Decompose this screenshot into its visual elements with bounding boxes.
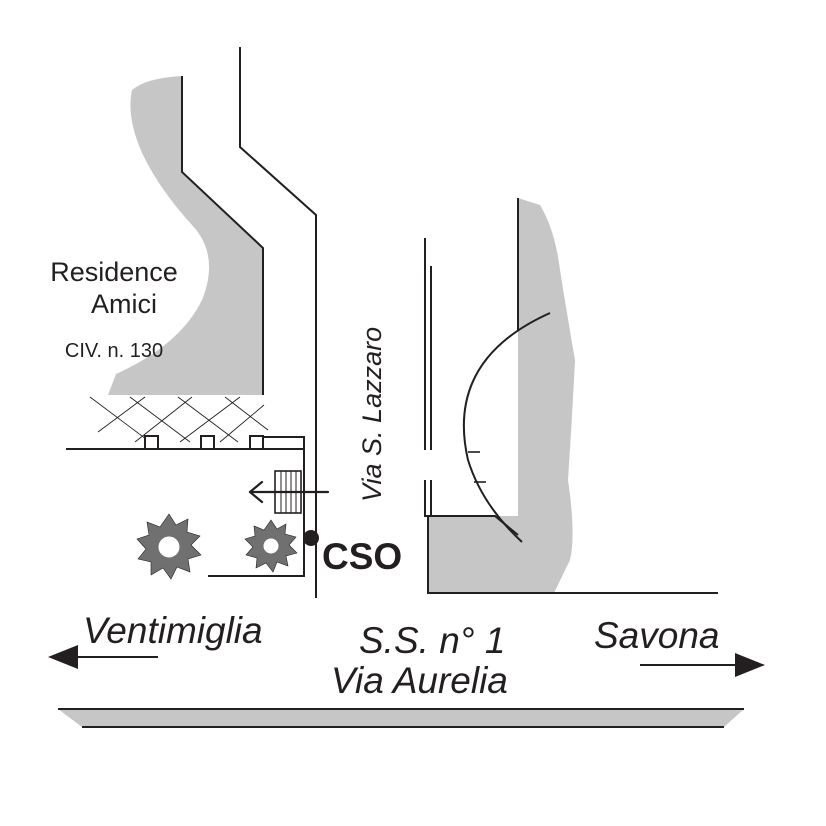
location-marker bbox=[303, 530, 319, 546]
right-building bbox=[428, 198, 575, 593]
main-road-label-line2: Via Aurelia bbox=[331, 660, 508, 701]
residence-civic-number: CIV. n. 130 bbox=[65, 340, 163, 362]
residence-name-line1: Residence bbox=[50, 257, 178, 287]
fence-post bbox=[200, 435, 215, 450]
residence-building-outline bbox=[181, 76, 264, 395]
fence-post bbox=[144, 435, 159, 450]
fence-post bbox=[249, 435, 264, 450]
via-san-lazzaro-right-curb bbox=[424, 238, 718, 594]
residence-name-line2: Amici bbox=[91, 289, 157, 319]
location-label: CSO bbox=[322, 536, 402, 577]
arc-structure bbox=[462, 312, 551, 543]
arrow-left-icon bbox=[48, 645, 158, 669]
direction-label-left: Ventimiglia bbox=[83, 610, 263, 651]
courtyard-hatch bbox=[89, 396, 269, 443]
main-road-band bbox=[58, 709, 744, 727]
via-san-lazzaro-left-curb bbox=[239, 47, 317, 598]
street-label-via-san-lazzaro: Via S. Lazzaro bbox=[357, 327, 387, 502]
entrance-outline bbox=[208, 436, 305, 577]
direction-label-right: Savona bbox=[594, 615, 720, 656]
main-road-label-line1: S.S. n° 1 bbox=[359, 620, 505, 661]
arrow-right-icon bbox=[640, 653, 765, 677]
residence-building bbox=[108, 76, 263, 395]
shrub-icon bbox=[136, 513, 202, 580]
shrub-icon bbox=[244, 519, 298, 573]
